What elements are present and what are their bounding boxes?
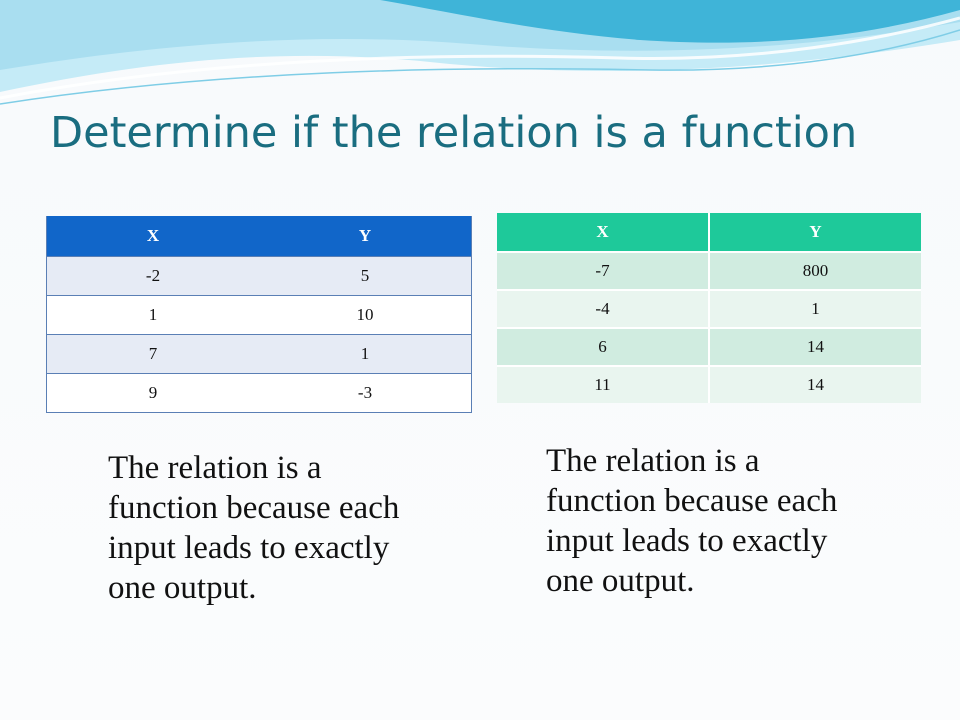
table-row: -2 5 <box>46 256 472 296</box>
table-row: 7 1 <box>46 334 472 374</box>
cell-y: 10 <box>259 295 472 335</box>
cell-y: -3 <box>259 373 472 413</box>
cell-y: 800 <box>709 251 921 290</box>
table-row: -4 1 <box>497 289 921 328</box>
explanation-left: The relation is a function because each … <box>108 450 400 606</box>
header-x: X <box>46 216 259 257</box>
table-row: 6 14 <box>497 327 921 366</box>
cell-y: 1 <box>709 289 921 328</box>
table-header-row: X Y <box>46 216 472 257</box>
relation-table-left: X Y -2 5 1 10 7 1 9 -3 <box>46 216 472 413</box>
cell-x: -7 <box>497 251 710 290</box>
explanation-right: The relation is a function because each … <box>546 443 838 599</box>
header-x: X <box>497 213 710 252</box>
table-row: -7 800 <box>497 251 921 290</box>
cell-y: 5 <box>259 256 472 296</box>
cell-y: 14 <box>709 365 921 403</box>
relation-table-right: X Y -7 800 -4 1 6 14 11 14 <box>497 213 921 403</box>
header-y: Y <box>259 216 472 257</box>
header-y: Y <box>709 213 921 252</box>
cell-x: -2 <box>46 256 259 296</box>
table-row: 11 14 <box>497 365 921 403</box>
cell-x: 1 <box>46 295 259 335</box>
slide-title: Determine if the relation is a function <box>50 108 858 158</box>
cell-y: 14 <box>709 327 921 366</box>
cell-x: 7 <box>46 334 259 374</box>
cell-y: 1 <box>259 334 472 374</box>
wave-decoration <box>0 0 960 105</box>
cell-x: 9 <box>46 373 259 413</box>
cell-x: 11 <box>497 365 710 403</box>
cell-x: 6 <box>497 327 710 366</box>
cell-x: -4 <box>497 289 710 328</box>
table-row: 1 10 <box>46 295 472 335</box>
table-row: 9 -3 <box>46 373 472 413</box>
table-header-row: X Y <box>497 213 921 252</box>
